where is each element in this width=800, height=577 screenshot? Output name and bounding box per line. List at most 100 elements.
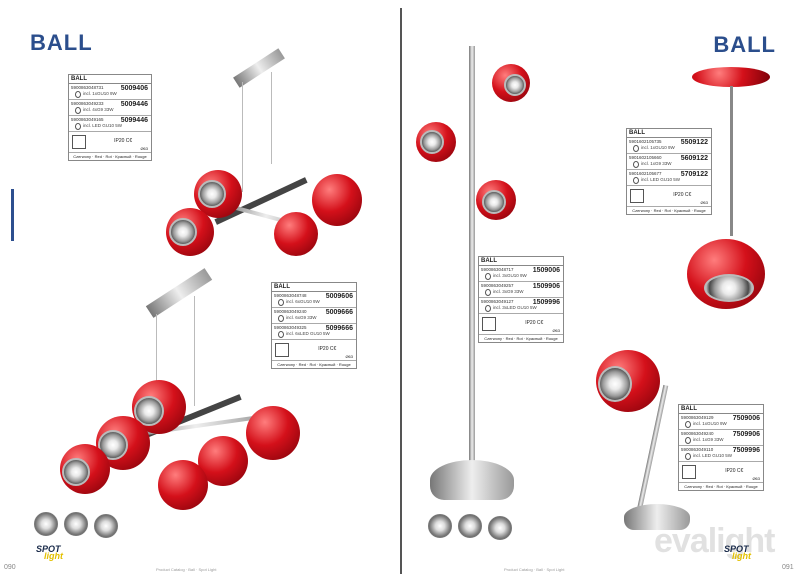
spec-row: 5900863048717 1509006 incl. 3xGU10 9W [479, 266, 563, 282]
lamp-reflector [598, 366, 632, 402]
page-title: BALL [30, 30, 93, 55]
suspension-wire [271, 72, 272, 164]
bulb-spec: incl. 1xG9 33W [685, 437, 724, 444]
ean: 5900863049325 [274, 325, 307, 330]
spec-table-bottom: BALL 5900863048748 5009606 incl. 6xGU10 … [271, 282, 357, 369]
fixture-icon [630, 189, 644, 203]
dimensions: Ø63 [140, 146, 148, 151]
page-number: 090 [4, 564, 16, 571]
gu10-bulb-icon [488, 516, 512, 540]
bulb-spec: incl. 6xLED GU10 5W [278, 331, 330, 338]
color-variants: Czerwony · Red · Rot · Красный · Rouge [73, 154, 147, 159]
ean: 5901602105677 [629, 171, 662, 176]
red-ball-lamp [274, 212, 318, 256]
fixture-icon [482, 317, 496, 331]
color-variants: Czerwony · Red · Rot · Красный · Rouge [277, 362, 351, 367]
lamp-reflector [504, 74, 526, 96]
product-code: 1509996 [532, 299, 560, 306]
lamp-reflector [169, 218, 197, 246]
spec-row: 5900863048748 5009606 incl. 6xGU10 9W [272, 292, 356, 308]
right-page: BALL BALL 5900863048717 1509006 incl. 3x… [404, 4, 796, 572]
floor-lamp-base [430, 460, 514, 500]
ip-rating: IP20 C€ [318, 346, 337, 352]
page-footer: Product Catalog · Ball · Spot Light [156, 567, 217, 572]
spec-row: 5900863049257 1509906 incl. 3xG9 33W [479, 282, 563, 298]
spec-row: 5900863049165 5099446 incl. LED GU10 5W [69, 116, 151, 132]
spec-name: BALL [272, 283, 356, 292]
spec-table-top: BALL 5900863048731 5009406 incl. 1xGU10 … [68, 74, 152, 161]
evalight-watermark: evalight [654, 522, 775, 560]
ean: 5900863048717 [481, 267, 514, 272]
spec-table-desk: BALL 5900863049129 7509006 incl. 1xGU10 … [678, 404, 764, 491]
spec-row: 5900863049325 5099666 incl. 6xLED GU10 5… [272, 324, 356, 340]
bulb-spec: incl. 6xG9 33W [278, 315, 317, 322]
spec-row: 5900863048731 5009406 incl. 1xGU10 9W [69, 84, 151, 100]
product-code: 7509006 [732, 415, 760, 422]
ip-rating: IP20 C€ [673, 192, 692, 198]
logo-light: light [732, 551, 751, 561]
bulb-spec: incl. LED GU10 5W [74, 123, 123, 130]
spec-footer: IP20 C€ Ø63 [679, 462, 763, 483]
fixture-icon [275, 343, 289, 357]
ip-rating: IP20 C€ [114, 138, 133, 144]
lamp-reflector [62, 458, 90, 486]
product-code: 7509906 [732, 431, 760, 438]
ean: 5900863049127 [481, 299, 514, 304]
spec-row: 5900863049129 7509006 incl. 1xGU10 9W [679, 414, 763, 430]
page-gutter [400, 8, 402, 574]
suspension-wire [194, 296, 195, 406]
logo-light: light [44, 551, 63, 561]
product-code: 5009446 [120, 101, 148, 108]
ean: 5901602105660 [629, 155, 662, 160]
bulb-spec: incl. 1xGU10 9W [75, 91, 117, 98]
color-variants: Czerwony · Red · Rot · Красный · Rouge [684, 484, 758, 489]
ean: 5900863049233 [71, 101, 104, 106]
bulb-spec: incl. 1xGU10 9W [633, 145, 675, 152]
spec-row: 5901602105660 5609122 incl. 1xG9 33W [627, 154, 711, 170]
lamp-reflector [704, 274, 754, 302]
spot-light-logo: SPOT light [724, 544, 751, 561]
lamp-reflector [482, 190, 506, 214]
bulb-spec: incl. LED GU10 5W [632, 177, 681, 184]
fixture-icon [72, 135, 86, 149]
spec-row: 5900863049127 1509996 incl. 3xLED GU10 5… [479, 298, 563, 314]
ceiling-canopy [145, 268, 213, 318]
pendant-rod [730, 86, 733, 236]
spec-row: 5901602105735 5509122 incl. 1xGU10 9W [627, 138, 711, 154]
logo-spot: SPOT [724, 544, 749, 554]
color-variants: Czerwony · Red · Rot · Красный · Rouge [484, 336, 558, 341]
spec-row: 5900863049240 7509906 incl. 1xG9 33W [679, 430, 763, 446]
spec-name: BALL [627, 129, 711, 138]
bulb-spec: incl. LED GU10 5W [684, 453, 733, 460]
side-mark [11, 189, 14, 241]
bulb-spec: incl. 3xGU10 9W [485, 273, 527, 280]
ean: 5900863049110 [681, 447, 714, 452]
spot-light-logo: SPOT light [36, 544, 63, 561]
bulb-spec: incl. 4xG9 33W [75, 107, 114, 114]
dimensions: Ø63 [345, 354, 353, 359]
page-footer: Product Catalog · Ball · Spot Light [504, 567, 565, 572]
bulb-spec: incl. 6xGU10 9W [278, 299, 320, 306]
fixture-icon [682, 465, 696, 479]
ean: 5900863049129 [681, 415, 714, 420]
product-code: 5009666 [325, 309, 353, 316]
spec-footer: IP20 C€ Ø63 [69, 132, 151, 153]
suspension-wire [242, 82, 243, 192]
ip-rating: IP20 C€ [725, 468, 744, 474]
red-ball-lamp [246, 406, 300, 460]
spec-row: 5900863049110 7509996 incl. LED GU10 5W [679, 446, 763, 462]
bulb-spec: incl. 3xLED GU10 5W [485, 305, 537, 312]
spec-row: 5901602105677 5709122 incl. LED GU10 5W [627, 170, 711, 186]
product-code: 7509996 [732, 447, 760, 454]
page-title: BALL [713, 32, 776, 57]
product-code: 5099446 [120, 117, 148, 124]
red-ball-lamp [158, 460, 208, 510]
dimensions: Ø63 [700, 200, 708, 205]
ean: 5900863048748 [274, 293, 307, 298]
lamp-reflector [198, 180, 226, 208]
product-code: 1509906 [532, 283, 560, 290]
dimensions: Ø63 [752, 476, 760, 481]
spec-table-pendant: BALL 5901602105735 5509122 incl. 1xGU10 … [626, 128, 712, 215]
ceiling-canopy [233, 48, 285, 88]
